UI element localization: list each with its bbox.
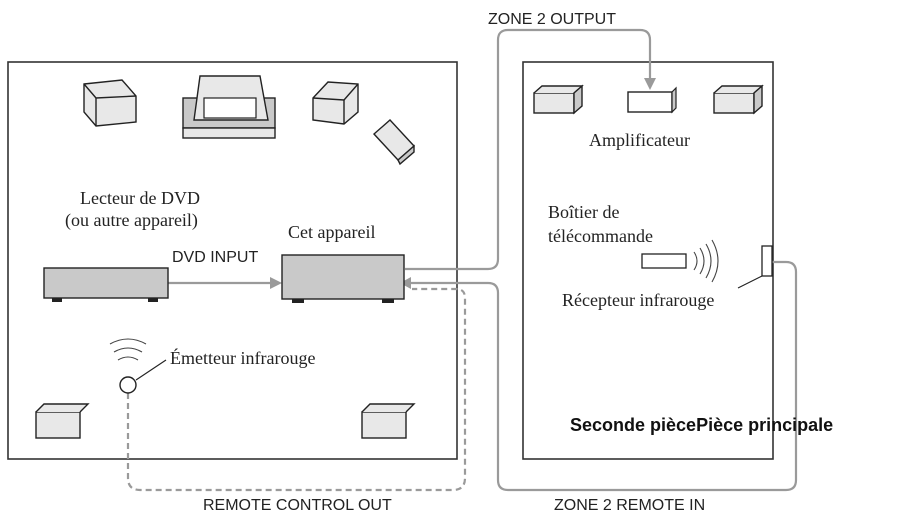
remote-box-label-line2: télécommande [548, 226, 653, 246]
second-room-label: Seconde piècePièce principale [570, 415, 833, 435]
remote-control-out-label: REMOTE CONTROL OUT [203, 497, 392, 514]
zone2-output-arrow [644, 78, 656, 90]
receiver-unit [281, 254, 405, 303]
dvd-player-label-line1: Lecteur de DVD [80, 188, 200, 208]
tv [182, 75, 276, 139]
dvd-player-label-line2: (ou autre appareil) [65, 210, 198, 231]
remote-control-out-cable [126, 287, 467, 492]
remote-control-unit [641, 239, 719, 283]
dvd-input-arrow [270, 277, 282, 289]
zone2-remote-in-cable [409, 260, 798, 492]
remote-box-label-line1: Boîtier de [548, 202, 619, 222]
dvd-player [43, 267, 169, 302]
ir-receiver-label: Récepteur infrarouge [562, 290, 714, 310]
ir-receiver [737, 245, 773, 289]
dvd-input-label: DVD INPUT [172, 249, 258, 266]
speaker-surround-left [35, 403, 90, 439]
ir-emitter [109, 338, 167, 394]
speaker-front-right [312, 81, 359, 125]
amplifier [627, 86, 677, 114]
speaker-front-left [83, 79, 137, 127]
speaker-zone2-left [533, 84, 584, 115]
speaker-zone2-right [713, 84, 764, 115]
zone2-remote-in-arrow [400, 277, 411, 289]
speaker-center-side [372, 119, 416, 166]
zone2-output-cable [405, 28, 652, 271]
second-room-frame [522, 61, 774, 460]
zone2-remote-in-label: ZONE 2 REMOTE IN [554, 497, 705, 514]
this-unit-label: Cet appareil [288, 222, 375, 242]
speaker-surround-right [361, 403, 416, 439]
main-room-frame [7, 61, 458, 460]
amplifier-label: Amplificateur [589, 130, 690, 150]
ir-emitter-label: Émetteur infrarouge [170, 347, 315, 368]
zone2-output-label: ZONE 2 OUTPUT [488, 11, 616, 28]
